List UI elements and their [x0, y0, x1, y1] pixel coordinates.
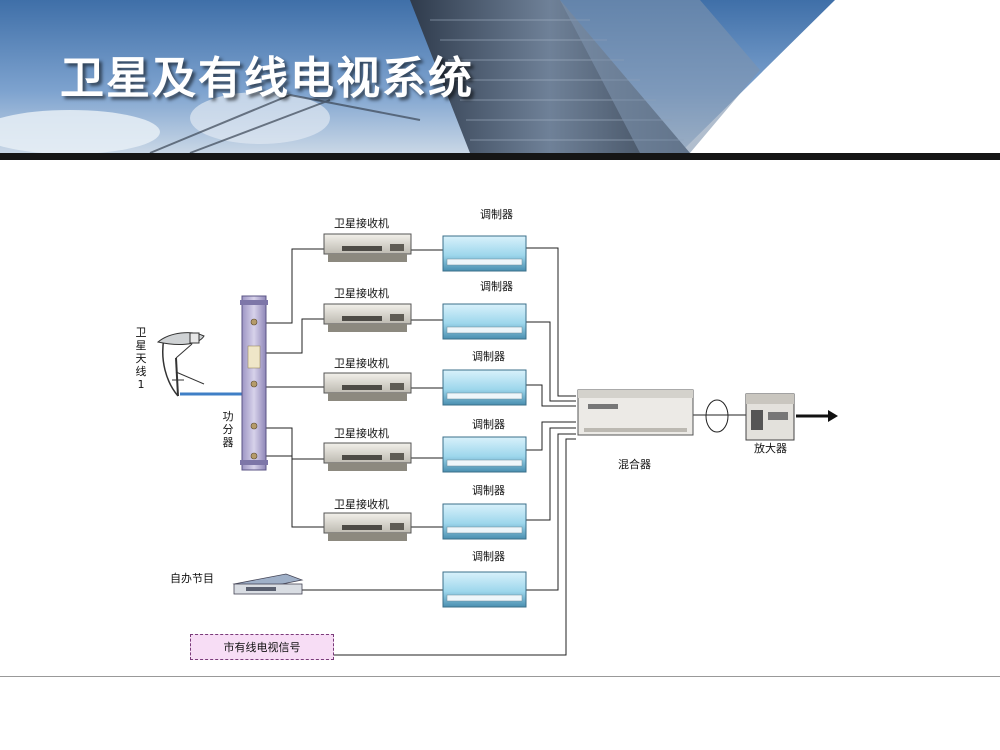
city-cable-signal-box: 市有线电视信号: [190, 634, 334, 660]
output-arrow: [796, 410, 838, 422]
modulator-label-6: 调制器: [472, 550, 505, 563]
footer-divider: [0, 676, 1000, 677]
splitter-label: 功分器: [222, 410, 234, 449]
local-program-device: [232, 573, 304, 595]
banner-background: [0, 0, 1000, 160]
satellite-receiver-3: [323, 372, 412, 401]
header-banner: 卫星及有线电视系统: [0, 0, 1000, 160]
modulator-label-2: 调制器: [480, 280, 513, 293]
modulator-label-1: 调制器: [480, 208, 513, 221]
local-program-label: 自办节目: [170, 572, 214, 585]
mixer-label: 混合器: [618, 458, 651, 471]
modulator-6: [442, 571, 527, 608]
modulator-4: [442, 436, 527, 473]
diagram-graphics: [156, 233, 838, 656]
signal-loop: [705, 399, 729, 433]
modulator-label-3: 调制器: [472, 350, 505, 363]
antenna-label: 卫星天线1: [135, 326, 147, 391]
receiver-label-1: 卫星接收机: [334, 217, 389, 230]
receiver-label-5: 卫星接收机: [334, 498, 389, 511]
system-diagram: 卫星天线1 功分器 卫星接收机 卫星接收机 卫星接收机 卫星接收机 卫星接收机 …: [106, 160, 850, 706]
modulator-2: [442, 303, 527, 340]
satellite-receiver-2: [323, 303, 412, 332]
modulator-3: [442, 369, 527, 406]
amplifier-device: [745, 393, 795, 441]
modulator-1: [442, 235, 527, 272]
wiring: [266, 247, 746, 656]
satellite-antenna-icon: [156, 332, 205, 397]
receiver-label-4: 卫星接收机: [334, 427, 389, 440]
modulator-5: [442, 503, 527, 540]
splitter-device: [240, 295, 268, 471]
satellite-receiver-5: [323, 512, 412, 541]
slide-title: 卫星及有线电视系统: [60, 53, 474, 104]
amplifier-label: 放大器: [754, 442, 787, 455]
receiver-label-3: 卫星接收机: [334, 357, 389, 370]
receiver-label-2: 卫星接收机: [334, 287, 389, 300]
modulator-label-5: 调制器: [472, 484, 505, 497]
mixer-device: [577, 389, 694, 436]
satellite-receiver-4: [323, 442, 412, 471]
modulator-label-4: 调制器: [472, 418, 505, 431]
satellite-receiver-1: [323, 233, 412, 262]
